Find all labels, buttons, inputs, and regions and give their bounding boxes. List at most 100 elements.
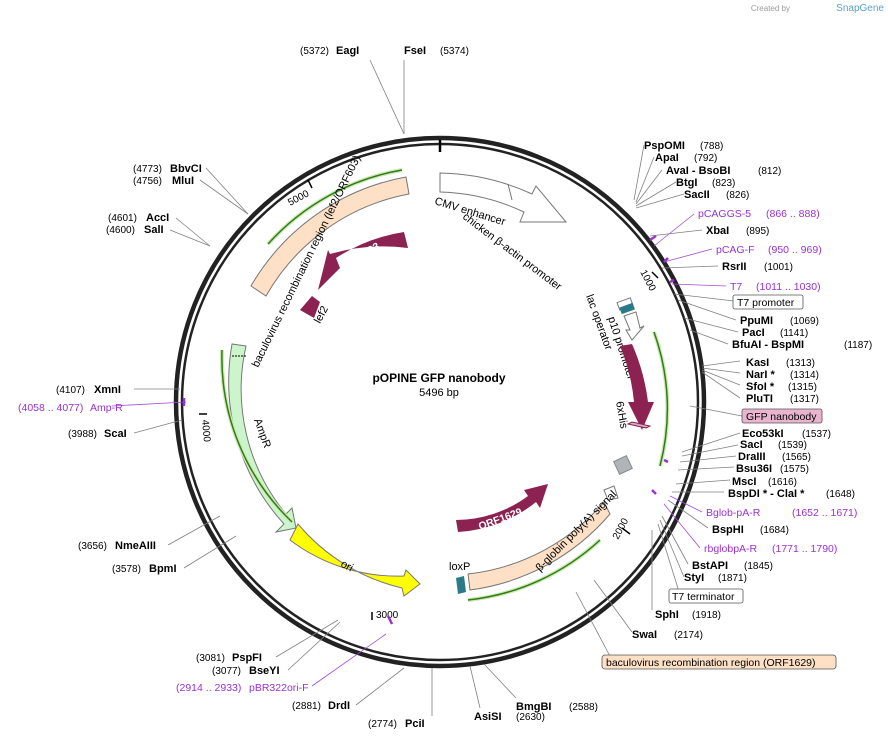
site-swai[interactable]: SwaI	[632, 629, 657, 641]
tick-5000-mark	[307, 179, 313, 189]
cmv-actin-promoter-feature[interactable]	[439, 172, 568, 223]
baculovirus-region-right-box[interactable]	[601, 654, 837, 670]
site-acci[interactable]: AccI	[146, 212, 169, 224]
site-mlui[interactable]: MluI	[172, 175, 194, 187]
primer-pcag[interactable]: pCAG-F	[716, 244, 755, 256]
site-btgi[interactable]: BtgI	[676, 177, 697, 189]
site-pspomi[interactable]: PspOMI	[644, 140, 685, 152]
leader-draiii	[679, 455, 737, 463]
site-asisi[interactable]: AsiSI	[474, 711, 502, 723]
ampr-feature[interactable]	[228, 343, 297, 533]
site-xmni-pos: (4107)	[56, 385, 85, 396]
gfp-nanobody-feature[interactable]	[620, 344, 654, 430]
lef2-feature[interactable]	[300, 296, 320, 318]
t7-terminator-box[interactable]	[668, 588, 744, 604]
site-kasi-pos: (1313)	[786, 358, 815, 369]
site-msci[interactable]: MscI	[732, 476, 756, 488]
site-avai[interactable]: AvaI - BsoBI	[666, 165, 730, 177]
leader-sali	[169, 229, 211, 247]
site-nari[interactable]: NarI *	[746, 369, 775, 381]
leader-primer-bglob	[669, 495, 703, 513]
leader-bseyi	[287, 621, 341, 671]
site-pspfi[interactable]: PspFI	[232, 652, 262, 664]
site-sacii[interactable]: SacII	[684, 189, 710, 201]
leader-primer-ampr	[111, 401, 187, 407]
site-bstapi[interactable]: BstAPI	[692, 560, 728, 572]
orf1629-feature[interactable]	[456, 484, 548, 532]
primer-pbr322[interactable]: pBR322ori-F	[249, 682, 309, 694]
p10-promoter-feature[interactable]	[623, 311, 645, 341]
primer-ampr[interactable]: Amp-R	[90, 402, 123, 414]
site-sacii-pos: (826)	[726, 190, 749, 201]
ori-feature[interactable]	[289, 523, 421, 597]
site-pluti-pos: (1317)	[790, 394, 819, 405]
primer-bglob-pos: (1652 .. 1671)	[792, 507, 857, 519]
sixhis-feature[interactable]	[626, 421, 652, 429]
leader-bbvci	[205, 167, 249, 215]
site-drdi[interactable]: DrdI	[328, 700, 350, 712]
site-scai[interactable]: ScaI	[104, 428, 127, 440]
site-fsei[interactable]: FseI	[404, 45, 426, 57]
leader-nmeaiii	[167, 515, 221, 546]
site-apai[interactable]: ApaI	[655, 152, 679, 164]
site-bsu36i[interactable]: Bsu36I	[736, 463, 772, 475]
site-bspdi[interactable]: BspDI * - ClaI *	[728, 488, 805, 500]
site-sphi[interactable]: SphI	[655, 609, 679, 621]
site-eco53ki[interactable]: Eco53kI	[742, 428, 784, 440]
site-sfoi[interactable]: SfoI *	[746, 381, 775, 393]
site-xmni[interactable]: XmnI	[94, 384, 121, 396]
leader-bsphi	[667, 499, 709, 529]
baculovirus-region-right-feature[interactable]	[467, 501, 611, 591]
site-bmgbi[interactable]: BmgBI	[516, 701, 551, 713]
site-bsu36i-pos: (1575)	[780, 464, 809, 475]
site-styi-pos: (1871)	[718, 573, 747, 584]
site-styi[interactable]: StyI	[684, 572, 704, 584]
site-eagi[interactable]: EagI	[336, 45, 359, 57]
site-sphi-pos: (1918)	[692, 610, 721, 621]
site-bspdi-pos: (1648)	[826, 489, 855, 500]
site-mlui-pos: (4756)	[133, 176, 162, 187]
gfp-orf-line	[653, 331, 669, 467]
site-paci[interactable]: PacI	[742, 327, 765, 339]
site-sali[interactable]: SalI	[144, 224, 164, 236]
site-xbai[interactable]: XbaI	[706, 225, 729, 237]
ori-label: ori	[339, 558, 355, 574]
site-pspomi-pos: (788)	[700, 141, 723, 152]
site-bstapi-pos: (1845)	[744, 561, 773, 572]
site-saci[interactable]: SacI	[740, 439, 763, 451]
site-pluti[interactable]: PluTI	[746, 393, 773, 405]
primer-bar-pcaggs	[649, 234, 657, 242]
gray-feature	[613, 455, 633, 475]
site-bbvci[interactable]: BbvCI	[170, 163, 202, 175]
orf603-feature[interactable]	[318, 232, 408, 290]
leader-ppumi	[677, 299, 737, 321]
leader-scai	[133, 419, 183, 434]
site-bsphi[interactable]: BspHI	[712, 524, 744, 536]
site-nmeaiii[interactable]: NmeAIII	[115, 540, 156, 552]
site-ppumi[interactable]: PpuMI	[740, 315, 773, 327]
gfp-nanobody-box[interactable]	[741, 408, 823, 424]
primer-pcaggs[interactable]: pCAGGS-5	[698, 208, 751, 220]
site-bseyi[interactable]: BseYI	[249, 665, 280, 677]
site-rsrii[interactable]: RsrII	[722, 261, 746, 273]
orf1629-label: ORF1629	[477, 506, 524, 533]
primer-rbglob[interactable]: rbglobpA-R	[704, 543, 758, 555]
loxp-feature[interactable]	[456, 576, 466, 594]
site-pcii[interactable]: PciI	[405, 718, 425, 730]
t7-promoter-box[interactable]	[732, 294, 804, 310]
primer-bglob[interactable]: Bglob-pA-R	[706, 507, 761, 519]
leader-primer-pbr322	[311, 633, 387, 687]
site-bfuai[interactable]: BfuAI - BspMI	[732, 339, 804, 351]
baculovirus-region-left-feature[interactable]	[250, 176, 410, 297]
primer-bar-t7	[669, 278, 675, 284]
leader-paci	[683, 317, 739, 333]
tick-3000: 3000	[376, 610, 399, 621]
site-bpmi[interactable]: BpmI	[149, 563, 177, 575]
leader-t7-promoter	[673, 293, 735, 302]
primer-t7[interactable]: T7	[730, 281, 742, 293]
tick-1000: 1000	[637, 268, 657, 293]
sixhis-label: 6xHis	[613, 400, 630, 430]
site-draiii[interactable]: DraIII	[738, 451, 766, 463]
site-leaders	[111, 59, 743, 716]
site-kasi[interactable]: KasI	[746, 357, 769, 369]
